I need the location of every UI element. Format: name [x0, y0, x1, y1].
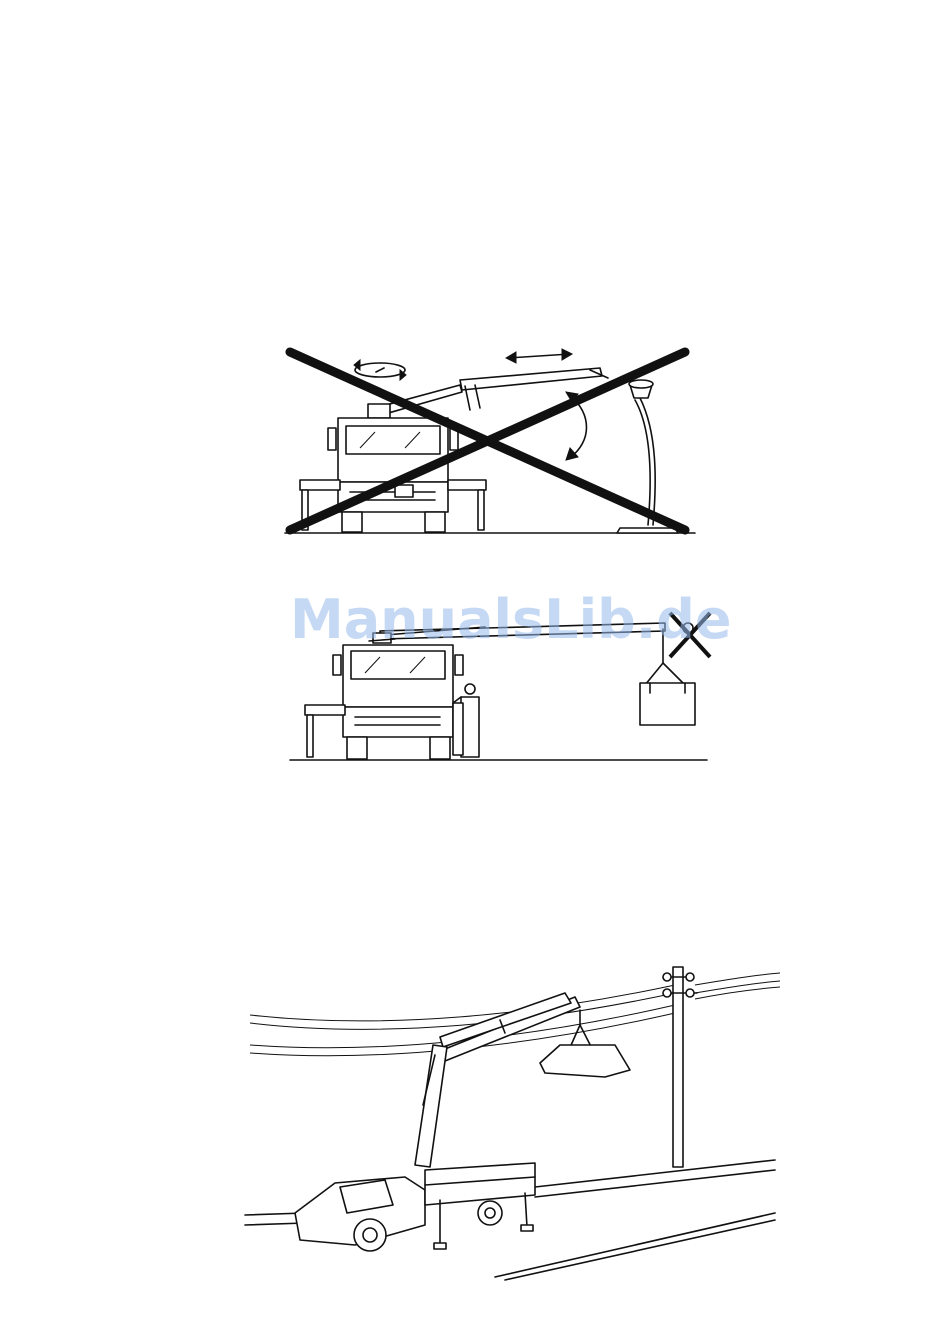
crane-near-power-lines-illustration — [235, 955, 785, 1285]
person-under-load-illustration — [285, 595, 715, 770]
crane-hitting-lamppost-illustration — [280, 340, 700, 545]
